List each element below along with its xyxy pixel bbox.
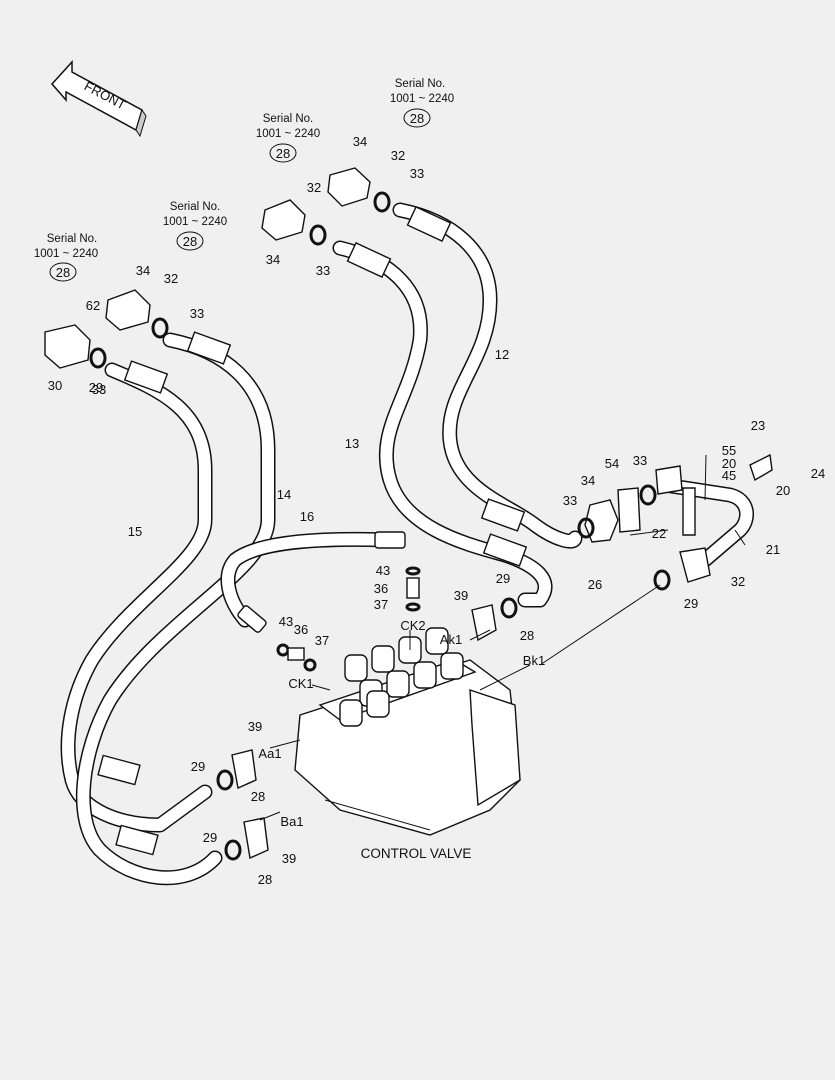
callout-33: 33	[633, 453, 647, 468]
valve-spool	[413, 661, 437, 689]
callout-33: 33	[190, 306, 204, 321]
callout-23: 23	[751, 418, 765, 433]
svg-text:Serial No.: Serial No.	[395, 78, 446, 90]
callout-45: 45	[722, 468, 736, 483]
callout-13: 13	[345, 436, 359, 451]
callout-16: 16	[300, 509, 314, 524]
callout-14: 14	[277, 487, 291, 502]
valve-spool	[344, 654, 368, 682]
callout-33: 33	[92, 382, 106, 397]
o-rings	[89, 191, 671, 861]
valve-spool	[366, 690, 390, 718]
svg-text:28: 28	[276, 146, 290, 161]
valve-spool	[425, 627, 449, 655]
pipe-21	[657, 477, 754, 568]
valve-spool	[386, 670, 410, 698]
svg-text:1001 ~ 2240: 1001 ~ 2240	[163, 216, 227, 228]
callout-54: 54	[605, 456, 619, 471]
hose-12	[392, 202, 583, 549]
callout-29: 29	[89, 380, 103, 395]
svg-text:28: 28	[183, 234, 197, 249]
callout-29: 29	[203, 830, 217, 845]
svg-text:28: 28	[410, 111, 424, 126]
callout-62: 62	[86, 298, 100, 313]
callout-34: 34	[136, 263, 150, 278]
callout-aa1: Aa1	[258, 746, 281, 761]
callout-36: 36	[294, 622, 308, 637]
callout-20: 20	[722, 456, 736, 471]
callout-12: 12	[495, 347, 509, 362]
svg-text:Serial No.: Serial No.	[170, 201, 221, 213]
callout-15: 15	[128, 524, 142, 539]
callout-32: 32	[731, 574, 745, 589]
callout-28: 28	[520, 628, 534, 643]
front-arrow-icon: FRONT	[50, 60, 147, 138]
callout-24: 24	[811, 466, 825, 481]
callout-32: 32	[391, 148, 405, 163]
callout-43: 43	[279, 614, 293, 629]
leader-lines	[259, 454, 746, 831]
svg-text:1001 ~ 2240: 1001 ~ 2240	[390, 93, 454, 105]
control-valve	[294, 627, 521, 836]
valve-spool	[339, 699, 363, 727]
callout-ba1: Ba1	[280, 814, 303, 829]
callout-39: 39	[454, 588, 468, 603]
serial-block-4: Serial No. 1001 ~ 2240 28	[390, 78, 454, 128]
callout-33: 33	[563, 493, 577, 508]
callout-ck2: CK2	[400, 618, 425, 633]
callout-34: 34	[581, 473, 595, 488]
callout-33: 33	[316, 263, 330, 278]
serial-block-1: Serial No. 1001 ~ 2240 28	[34, 233, 98, 282]
callout-29: 29	[496, 571, 510, 586]
callout-22: 22	[652, 526, 666, 541]
callout-29: 29	[684, 596, 698, 611]
hose-16	[220, 531, 398, 628]
callout-39: 39	[282, 851, 296, 866]
flange-parts	[44, 167, 711, 860]
callout-29: 29	[191, 759, 205, 774]
serial-block-3: Serial No. 1001 ~ 2240 28	[256, 113, 320, 163]
callout-26: 26	[588, 577, 602, 592]
callout-28: 28	[251, 789, 265, 804]
callout-33: 33	[410, 166, 424, 181]
callout-32: 32	[307, 180, 321, 195]
hose-13	[332, 240, 553, 608]
callout-32: 32	[164, 271, 178, 286]
callout-21: 21	[766, 542, 780, 557]
callout-55: 55	[722, 443, 736, 458]
callout-ak1: Ak1	[440, 632, 462, 647]
callout-28: 28	[258, 872, 272, 887]
callout-20: 20	[776, 483, 790, 498]
valve-spool	[440, 652, 464, 680]
callout-39: 39	[248, 719, 262, 734]
svg-text:1001 ~ 2240: 1001 ~ 2240	[34, 248, 98, 260]
valve-spool	[371, 645, 395, 673]
callout-30: 30	[48, 378, 62, 393]
svg-text:Serial No.: Serial No.	[47, 233, 98, 245]
callout-37: 37	[315, 633, 329, 648]
diagram-caption: CONTROL VALVE	[361, 846, 472, 861]
svg-text:Serial No.: Serial No.	[263, 113, 314, 125]
callout-labels: 34 32 33 34 33 32 33 34 32 62 33 30 29 12 13 14 15 16 23 55…	[48, 134, 825, 887]
svg-text:1001 ~ 2240: 1001 ~ 2240	[256, 128, 320, 140]
serial-block-2: Serial No. 1001 ~ 2240 28	[163, 201, 227, 251]
callout-36: 36	[374, 581, 388, 596]
callout-ck1: CK1	[288, 676, 313, 691]
callout-bk1: Bk1	[523, 653, 545, 668]
svg-text:28: 28	[56, 265, 70, 280]
hose-14	[75, 332, 276, 886]
callout-43: 43	[376, 563, 390, 578]
callout-34: 34	[353, 134, 367, 149]
callout-37: 37	[374, 597, 388, 612]
callout-34: 34	[266, 252, 280, 267]
